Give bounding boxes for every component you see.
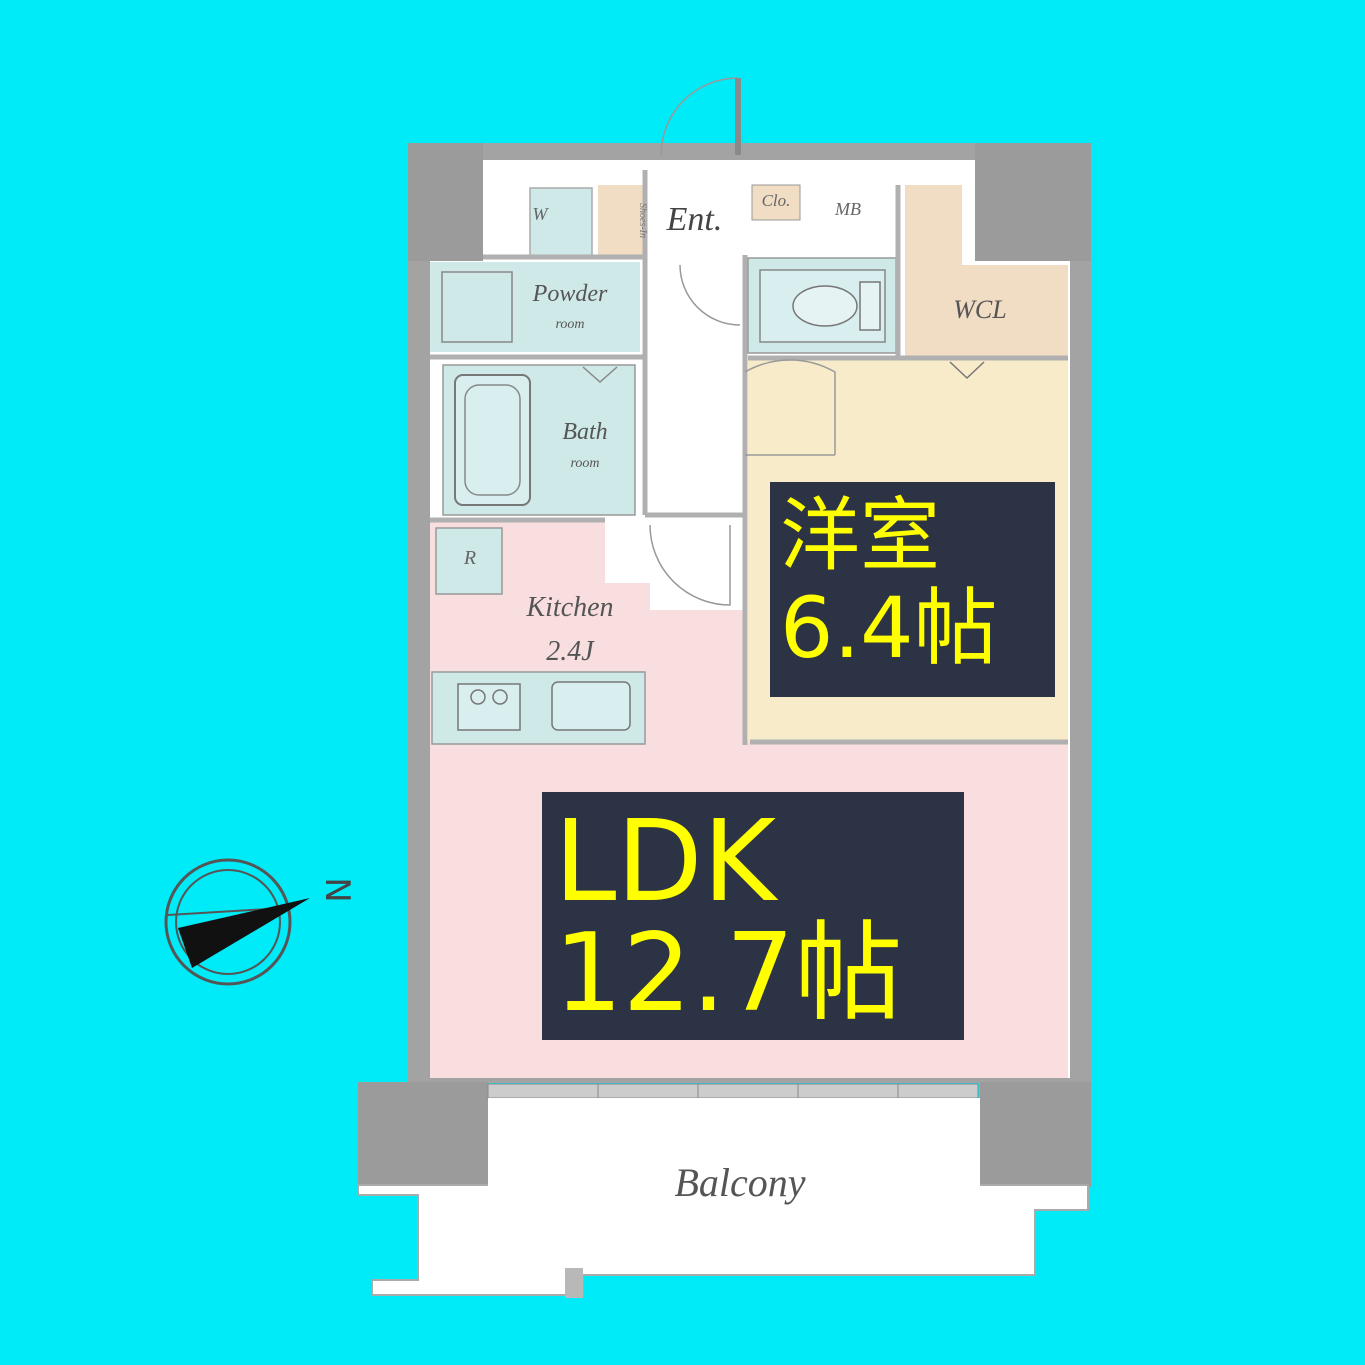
mb-label: MB	[835, 199, 861, 219]
bathtub-inner	[464, 384, 521, 496]
shoes-label: Shoes-In	[637, 202, 648, 238]
burner-2	[492, 689, 508, 705]
bath-room-label: Bath	[562, 419, 608, 445]
western-room-size: 6.4帖	[780, 579, 998, 677]
toilet-bowl	[792, 285, 858, 327]
wcl-label: WCL	[953, 295, 1007, 324]
compass-north-label: N	[317, 877, 357, 903]
entrance-door	[735, 78, 741, 155]
bath-door-mark	[582, 366, 618, 384]
compass-inner-ring	[175, 869, 281, 975]
stove	[457, 683, 521, 731]
compass	[164, 858, 310, 986]
powder-sink	[441, 271, 513, 343]
column-bottom-left	[358, 1082, 488, 1187]
wcl-floor	[905, 185, 1068, 358]
compass-needle	[178, 898, 310, 968]
ldk-size: 12.7帖	[554, 911, 903, 1036]
balcony-post	[565, 1268, 583, 1298]
shoes-closet-floor	[598, 185, 643, 255]
powder-room-sublabel: room	[555, 317, 585, 332]
toilet-tank	[859, 281, 881, 331]
column-top-right	[975, 143, 1091, 261]
balcony-label: Balcony	[674, 1160, 806, 1205]
closet-floor	[751, 184, 801, 221]
washer-label: W	[532, 204, 548, 224]
powder-room-label: Powder	[532, 281, 608, 307]
bath-room-sublabel: room	[570, 456, 600, 471]
balcony-inner	[488, 1098, 980, 1188]
balcony-windows	[487, 1083, 979, 1099]
kitchen-label: Kitchen	[526, 592, 614, 623]
fridge-label: R	[463, 547, 477, 569]
fridge-space	[435, 527, 503, 595]
wcl-door-mark	[949, 361, 985, 380]
column-bottom-right	[980, 1082, 1091, 1187]
door-swings	[649, 77, 836, 606]
closet-label: Clo.	[761, 191, 791, 210]
interior-walls	[430, 170, 1068, 745]
bathtub	[454, 374, 531, 506]
kitchen-size-label: 2.4J	[546, 636, 594, 667]
ldk-label-box: LDK 12.7帖	[542, 792, 964, 1040]
compass-outer-ring	[164, 858, 292, 986]
entrance-label: Ent.	[666, 201, 723, 238]
burner-1	[470, 689, 486, 705]
washer-space	[529, 187, 593, 259]
kitchen-sink	[551, 681, 631, 731]
column-top-left	[408, 143, 483, 261]
western-room-label-box: 洋室 6.4帖	[770, 482, 1055, 697]
western-room-label: 洋室	[780, 489, 940, 582]
ldk-label: LDK	[554, 797, 777, 927]
